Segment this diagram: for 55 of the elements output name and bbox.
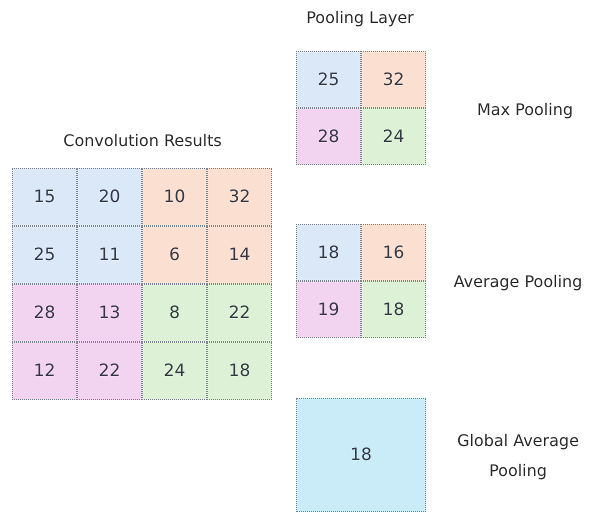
- cell-value: 25: [318, 70, 340, 90]
- grid-cell: [207, 168, 272, 226]
- grid-cell: [207, 342, 272, 400]
- cell-value: 18: [228, 361, 250, 381]
- grid-cell: [296, 281, 361, 338]
- grid-cell: [142, 284, 207, 342]
- cell-value: 28: [318, 126, 340, 146]
- cell-value: 13: [98, 303, 120, 323]
- cell-value: 19: [318, 300, 340, 320]
- grid-cell: [77, 226, 142, 284]
- cell-value: 28: [34, 303, 56, 323]
- cell-value: 32: [382, 70, 404, 90]
- grid-cell: [77, 284, 142, 342]
- cell-value: 14: [228, 245, 250, 265]
- grid-cell: [77, 168, 142, 226]
- grid-cell: [361, 281, 426, 338]
- grid-cell: [12, 342, 77, 400]
- cell-value: 6: [169, 245, 180, 265]
- cell-value: 16: [382, 242, 404, 262]
- grid-cell: [296, 224, 361, 281]
- cell-value: 15: [34, 187, 56, 207]
- grid-cell: [12, 168, 77, 226]
- cell-value: 22: [228, 303, 250, 323]
- cell-value: 10: [164, 187, 186, 207]
- grid-cell: [296, 108, 361, 165]
- grid-cell: [361, 224, 426, 281]
- cell-value: 18: [350, 445, 372, 465]
- grid-cell: [77, 342, 142, 400]
- grid-cell: [12, 226, 77, 284]
- grid-cell: [207, 284, 272, 342]
- section-label: Max Pooling: [476, 100, 574, 120]
- section-label: Average Pooling: [452, 272, 584, 292]
- cell-value: 20: [98, 187, 120, 207]
- cell-value: 22: [98, 361, 120, 381]
- cell-value: 24: [382, 126, 404, 146]
- section-label: Global Average Pooling: [456, 430, 580, 482]
- grid-cell: [207, 226, 272, 284]
- cell-value: 32: [228, 187, 250, 207]
- cell-value: 11: [98, 245, 120, 265]
- cell-value: 24: [164, 361, 186, 381]
- cell-value: 12: [34, 361, 56, 381]
- grid-cell: [361, 108, 426, 165]
- grid-cell: [296, 51, 361, 108]
- cell-value: 18: [318, 242, 340, 262]
- cell-value: 25: [34, 245, 56, 265]
- grid-cell: [142, 342, 207, 400]
- cell-value: 18: [382, 300, 404, 320]
- grid-cell: [142, 226, 207, 284]
- output-cell: [296, 398, 426, 512]
- grid-cell: [142, 168, 207, 226]
- grid-cell: [361, 51, 426, 108]
- section-label: Convolution Results: [62, 131, 223, 151]
- section-label: Pooling Layer: [305, 8, 415, 28]
- cell-value: 8: [169, 303, 180, 323]
- grid-cell: [12, 284, 77, 342]
